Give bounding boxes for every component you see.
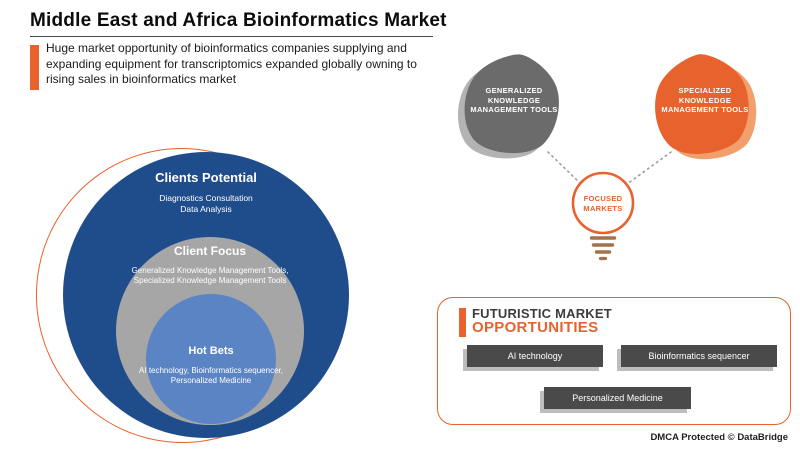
mindmap-graphics bbox=[458, 54, 757, 261]
hot-bets-desc: AI technology, Bioinformatics sequencer,… bbox=[139, 366, 283, 385]
clients-potential-desc: Diagnostics Consultation Data Analysis bbox=[159, 193, 253, 214]
knowledge-tools-mindmap: GENERALIZED KNOWLEDGE MANAGEMENT TOOLS S… bbox=[440, 40, 790, 285]
opportunity-chip-personalized-medicine: Personalized Medicine bbox=[544, 387, 691, 409]
hot-bets-circle bbox=[146, 294, 276, 424]
opportunities-heading-line1: FUTURISTIC MARKET bbox=[472, 306, 612, 321]
dotted-connector-left bbox=[547, 151, 585, 188]
title-underline bbox=[30, 36, 433, 37]
focused-markets-label: FOCUSED MARKETS bbox=[583, 194, 623, 213]
specialized-blob-shape bbox=[655, 54, 757, 160]
page-title: Middle East and Africa Bioinformatics Ma… bbox=[30, 10, 447, 31]
subtitle-text: Huge market opportunity of bioinformatic… bbox=[46, 41, 417, 86]
specialized-tools-label: SPECIALIZED KNOWLEDGE MANAGEMENT TOOLS bbox=[661, 86, 749, 114]
opportunities-heading-line2: OPPORTUNITIES bbox=[472, 319, 599, 336]
dotted-connector-right bbox=[622, 151, 672, 188]
dmca-credit: DMCA Protected © DataBridge bbox=[650, 432, 788, 443]
generalized-blob-shape bbox=[458, 54, 559, 159]
hot-bets-title: Hot Bets bbox=[188, 345, 234, 357]
generalized-tools-label: GENERALIZED KNOWLEDGE MANAGEMENT TOOLS bbox=[470, 86, 558, 114]
client-focus-title: Client Focus bbox=[173, 244, 246, 258]
opportunities-panel: FUTURISTIC MARKET OPPORTUNITIES AI techn… bbox=[437, 297, 791, 425]
clients-potential-title: Clients Potential bbox=[155, 170, 257, 185]
subtitle-accent-bar bbox=[30, 45, 39, 90]
opportunity-chip-bioinformatics-sequencer: Bioinformatics sequencer bbox=[621, 345, 777, 367]
opportunity-chip-ai-technology: AI technology bbox=[467, 345, 603, 367]
opportunities-accent-bar bbox=[459, 308, 466, 337]
client-focus-desc: Generalized Knowledge Management Tools, … bbox=[131, 266, 289, 285]
lightbulb-icon bbox=[571, 171, 635, 261]
